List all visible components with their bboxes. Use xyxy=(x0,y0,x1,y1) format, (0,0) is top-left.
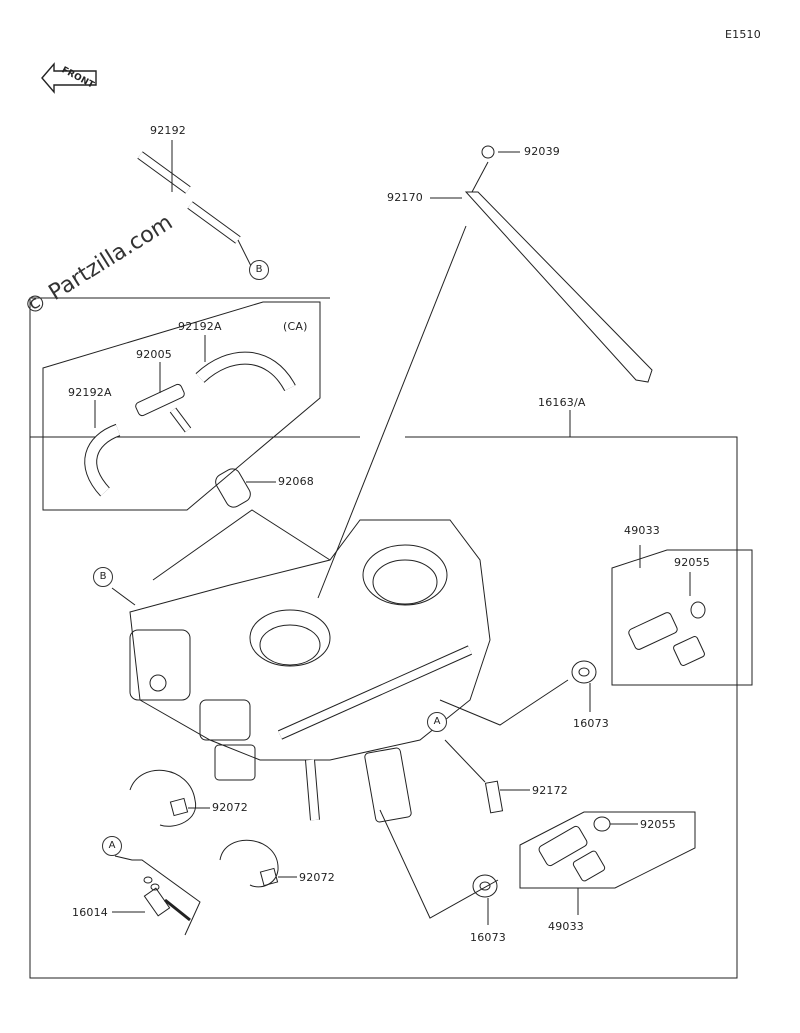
part-16014: 16014 xyxy=(72,906,108,919)
part-16073-bottom: 16073 xyxy=(470,931,506,944)
marker-a-body: A xyxy=(427,712,447,732)
marker-b-body: B xyxy=(93,567,113,587)
part-92055-top: 92055 xyxy=(674,556,710,569)
part-16073-top: 16073 xyxy=(573,717,609,730)
main-frame xyxy=(29,297,360,438)
front-arrow-icon xyxy=(41,62,97,94)
part-49033-bottom: 49033 xyxy=(548,920,584,933)
ca-hose-box xyxy=(42,301,321,511)
part-92055-bottom: 92055 xyxy=(640,818,676,831)
part-92170: 92170 xyxy=(387,191,423,204)
marker-b-top: B xyxy=(249,260,269,280)
part-92192a-left: 92192A xyxy=(68,386,112,399)
diagram-code: E1510 xyxy=(725,28,761,41)
part-92072-top: 92072 xyxy=(212,801,248,814)
ca-label: (CA) xyxy=(283,320,308,333)
marker-a-screw: A xyxy=(102,836,122,856)
part-92192: 92192 xyxy=(150,124,186,137)
part-92005: 92005 xyxy=(136,348,172,361)
part-16163: 16163/A xyxy=(538,396,586,409)
part-92072-bottom: 92072 xyxy=(299,871,335,884)
part-92172: 92172 xyxy=(532,784,568,797)
part-92192a-top: 92192A xyxy=(178,320,222,333)
part-49033-top: 49033 xyxy=(624,524,660,537)
part-92068: 92068 xyxy=(278,475,314,488)
part-92039: 92039 xyxy=(524,145,560,158)
